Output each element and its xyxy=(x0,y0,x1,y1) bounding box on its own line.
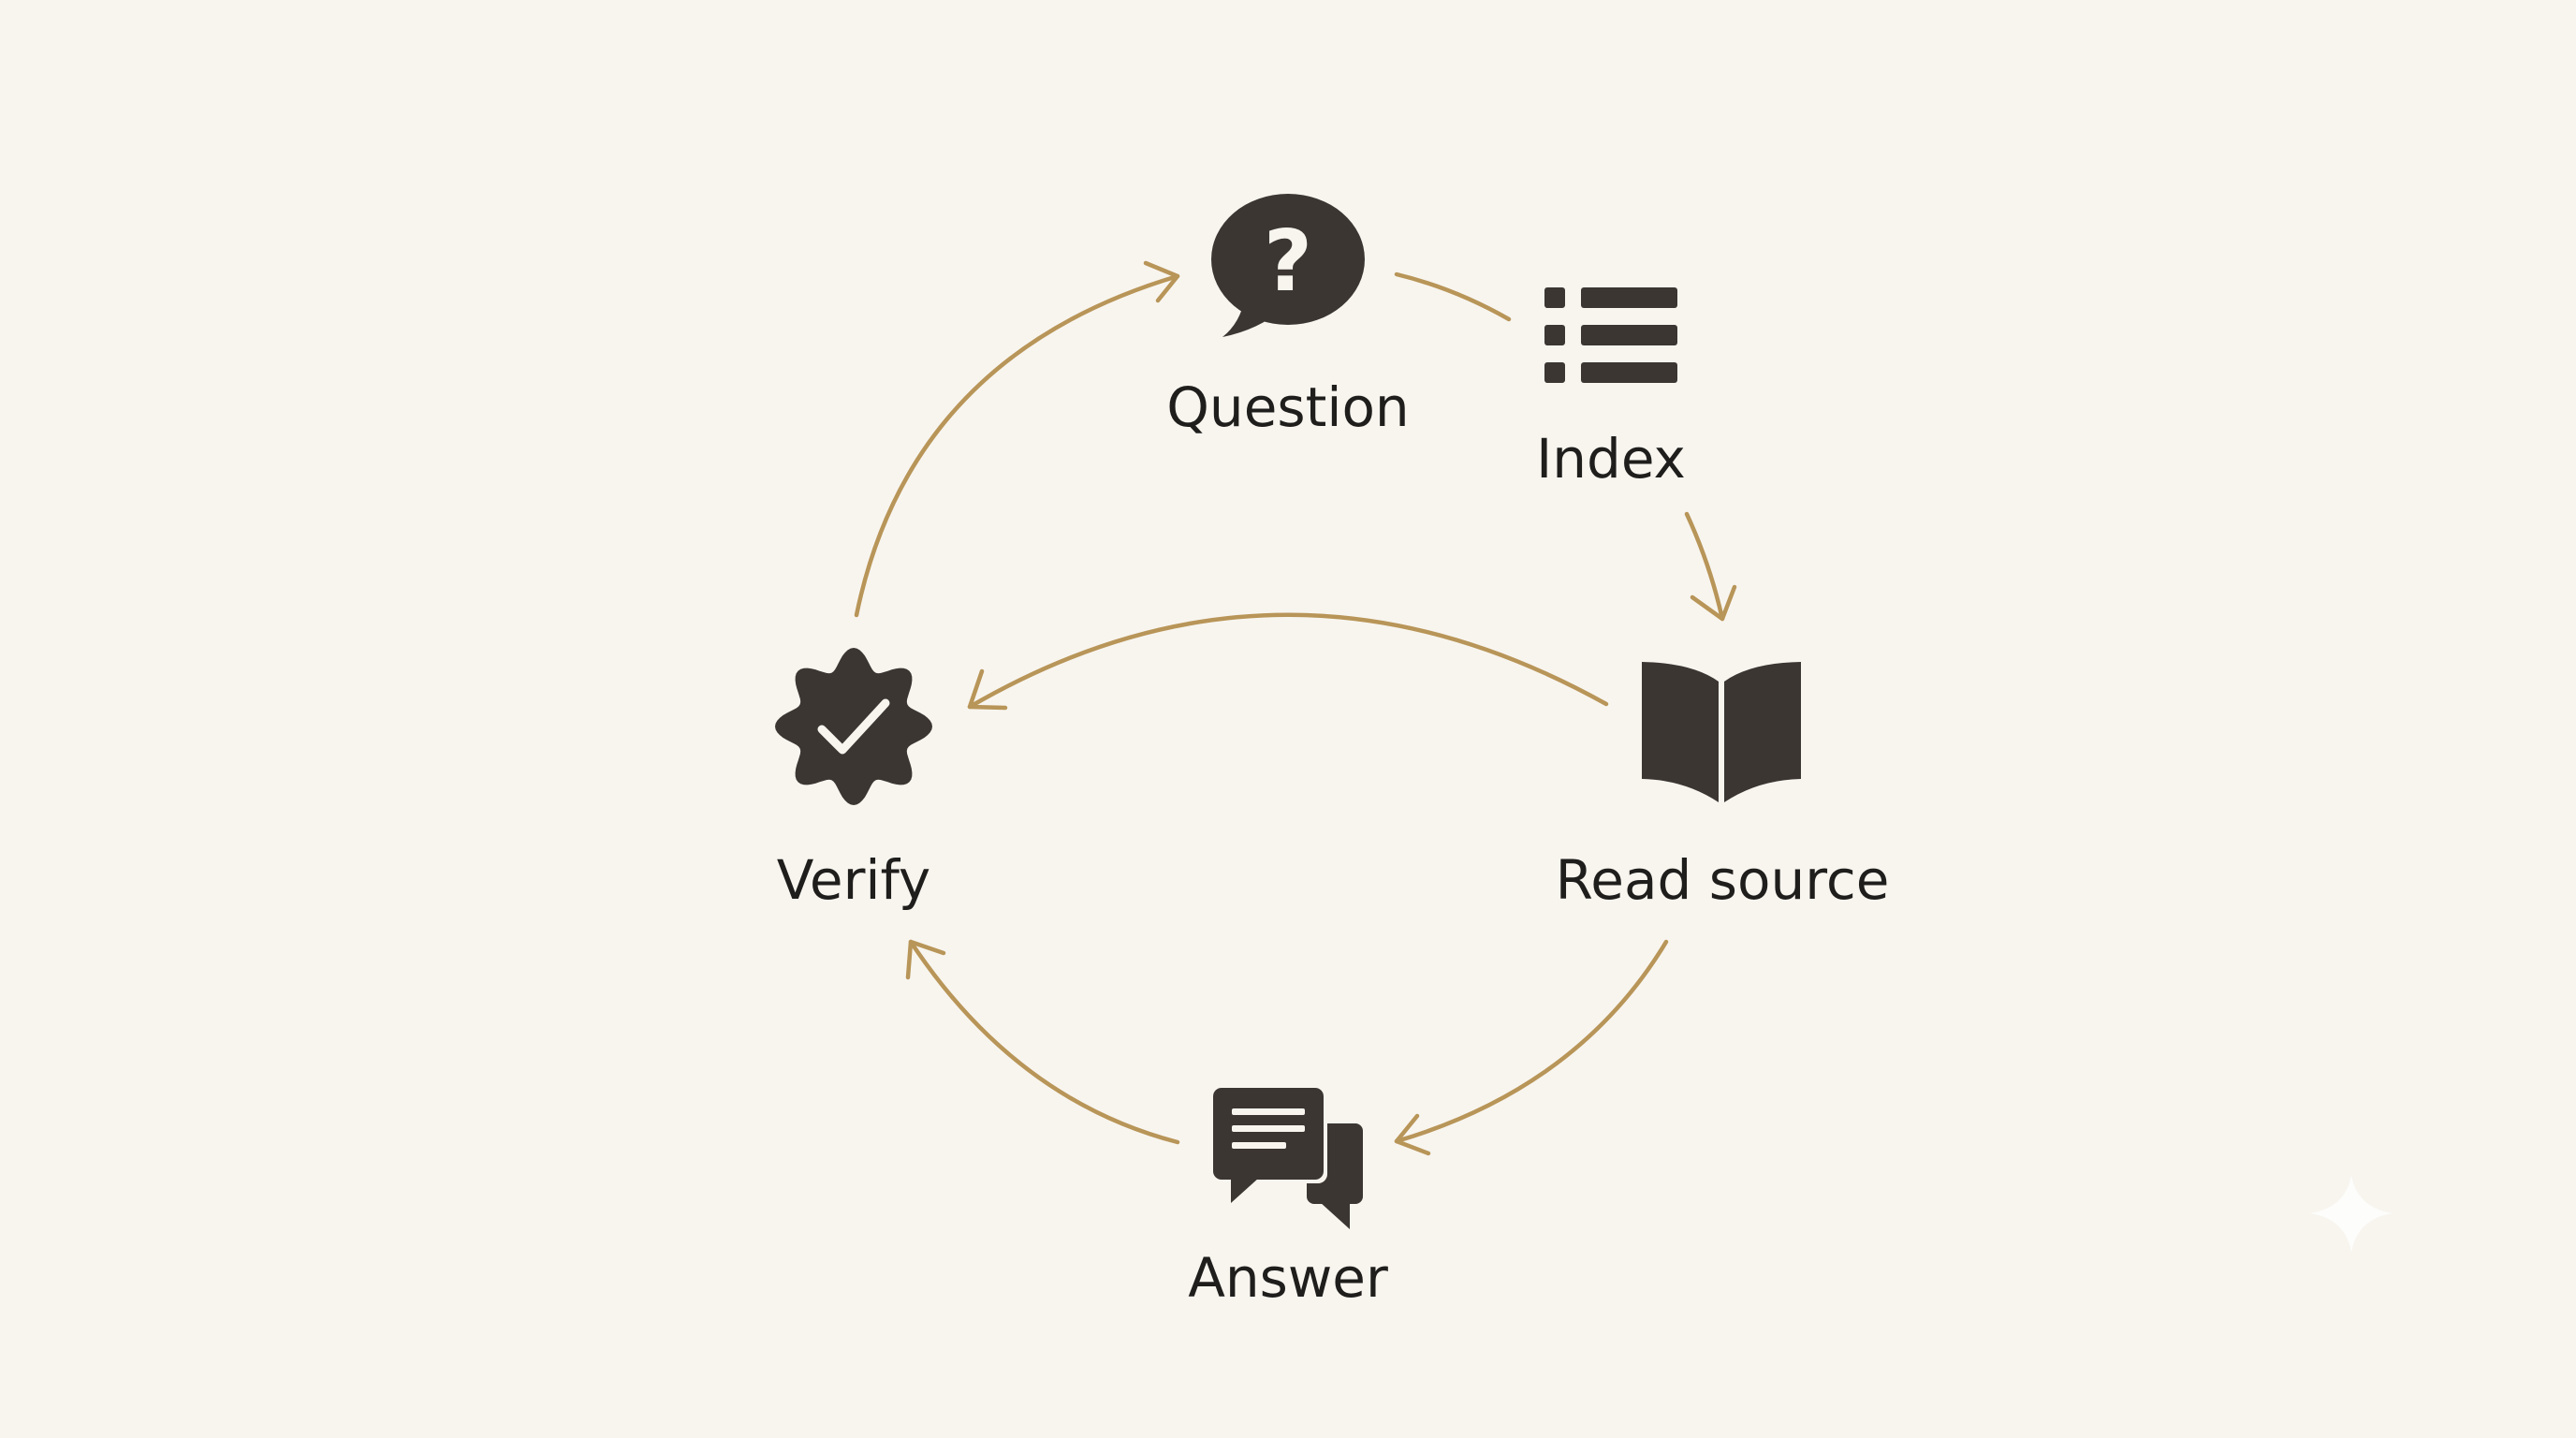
edge-read-source-to-verify xyxy=(967,612,1609,711)
node-label: Read source xyxy=(1556,848,1890,912)
list-index-icon xyxy=(1544,287,1677,383)
node-verify: Verify xyxy=(775,648,932,912)
svg-text:?: ? xyxy=(1264,213,1312,311)
open-book-icon xyxy=(1642,662,1801,802)
edge-read-source-to-answer xyxy=(1394,939,1669,1156)
node-read-source: Read source xyxy=(1556,662,1890,912)
node-label: Index xyxy=(1536,427,1686,491)
question-speech-bubble-icon: ? xyxy=(1211,194,1365,337)
node-answer: Answer xyxy=(1188,1084,1388,1310)
node-label: Verify xyxy=(777,848,931,912)
verified-badge-icon xyxy=(775,648,932,805)
edge-question-to-index xyxy=(1394,271,1512,322)
edge-index-to-read-source xyxy=(1684,511,1737,622)
node-index: Index xyxy=(1536,287,1686,491)
node-question: ? Question xyxy=(1166,194,1410,439)
node-label: Answer xyxy=(1188,1246,1388,1310)
chat-bubbles-icon xyxy=(1209,1084,1363,1229)
sparkle-icon xyxy=(2310,1175,2393,1253)
node-label: Question xyxy=(1166,375,1409,439)
edge-answer-to-verify xyxy=(905,939,1180,1145)
edge-verify-to-question xyxy=(854,260,1180,618)
